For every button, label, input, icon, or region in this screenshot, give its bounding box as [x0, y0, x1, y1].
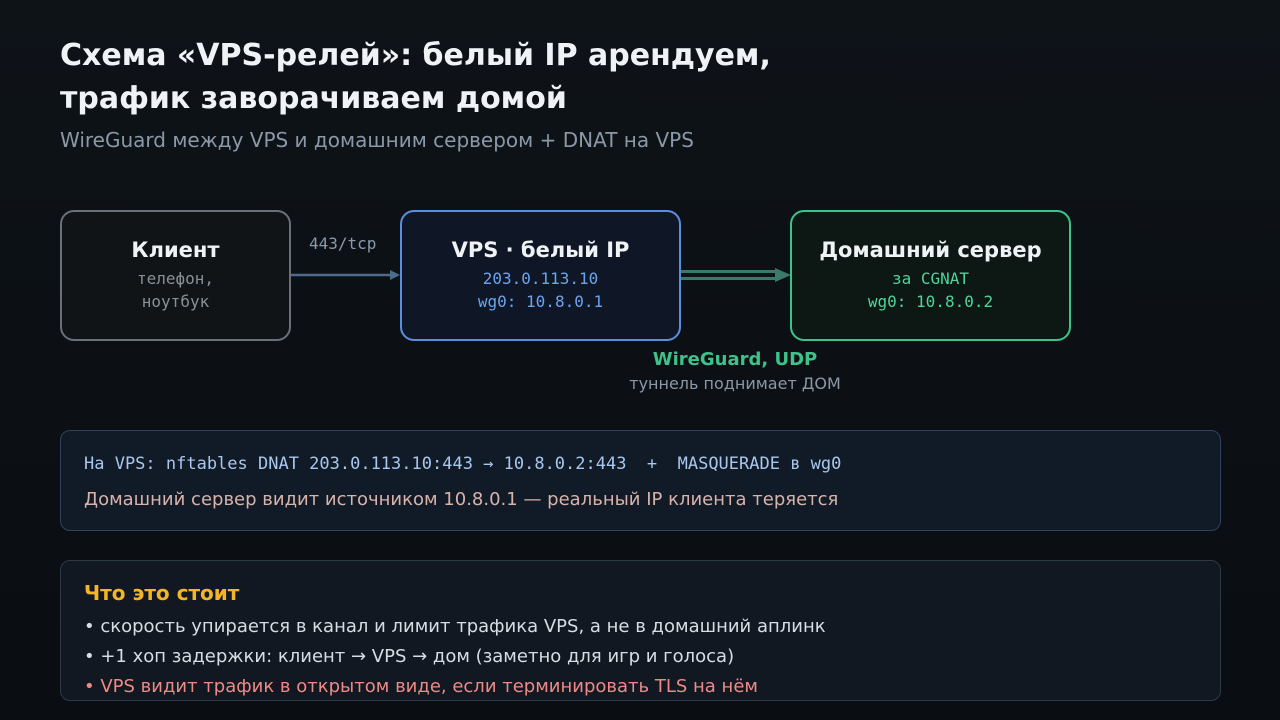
- tunnel-label-title: WireGuard, UDP: [652, 349, 818, 370]
- home-server-node: Домашний сервер за CGNAT wg0: 10.8.0.2: [790, 210, 1071, 341]
- tunnel-label: WireGuard, UDP туннель поднимает ДОМ: [600, 348, 870, 396]
- dnat-command: На VPS: nftables DNAT 203.0.113.10:443 →…: [84, 454, 842, 474]
- page-subtitle: WireGuard между VPS и домашним сервером …: [60, 128, 694, 152]
- home-server-node-title: Домашний сервер: [819, 238, 1042, 262]
- cost-panel: Что это стоит • скорость упирается в кан…: [60, 560, 1221, 701]
- page-title-line-2: трафик заворачиваем домой: [60, 81, 567, 116]
- home-server-node-wg-address: wg0: 10.8.0.2: [867, 292, 994, 311]
- page-title: Схема «VPS-релей»: белый IP арендуем, тр…: [60, 34, 960, 120]
- client-to-vps-port-label: 443/tcp: [309, 234, 377, 253]
- vps-node-title: VPS · белый IP: [451, 238, 630, 262]
- vps-node: VPS · белый IP 203.0.113.10 wg0: 10.8.0.…: [400, 210, 681, 341]
- tunnel-label-subtitle: туннель поднимает ДОМ: [629, 374, 841, 393]
- dnat-note: Домашний сервер видит источником 10.8.0.…: [84, 489, 839, 510]
- cost-item-bandwidth: • скорость упирается в канал и лимит тра…: [84, 616, 826, 637]
- cost-panel-title: Что это стоит: [84, 581, 240, 605]
- client-node-title: Клиент: [131, 238, 220, 262]
- client-node: Клиент телефон, ноутбук: [60, 210, 291, 341]
- tunnel-arrow-head: [775, 268, 791, 282]
- client-node-line-2: ноутбук: [141, 292, 210, 311]
- page-title-line-1: Схема «VPS-релей»: белый IP арендуем,: [60, 38, 771, 73]
- dnat-panel: На VPS: nftables DNAT 203.0.113.10:443 →…: [60, 430, 1221, 531]
- vps-node-wg-address: wg0: 10.8.0.1: [477, 292, 604, 311]
- vps-node-public-ip: 203.0.113.10: [482, 269, 599, 288]
- home-server-node-cgnat: за CGNAT: [891, 269, 970, 288]
- cost-item-latency: • +1 хоп задержки: клиент → VPS → дом (з…: [84, 646, 735, 667]
- client-node-line-1: телефон,: [136, 269, 215, 288]
- cost-item-tls-warning: • VPS видит трафик в открытом виде, если…: [84, 676, 758, 697]
